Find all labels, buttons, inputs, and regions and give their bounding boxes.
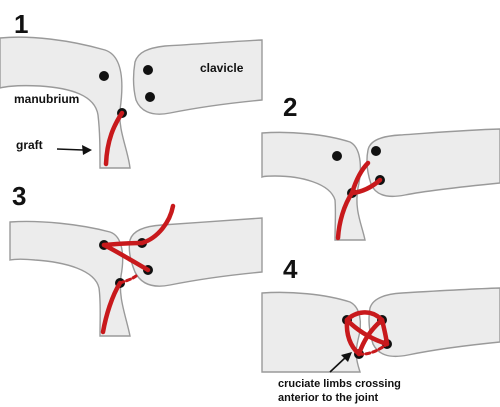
drill-hole <box>371 146 381 156</box>
manubrium-bone <box>10 221 130 336</box>
clavicle-bone <box>129 218 262 286</box>
note-line-1: cruciate limbs crossing <box>278 378 401 390</box>
drill-hole <box>99 71 109 81</box>
panel-1: 1 clavicle manubrium graft <box>0 9 262 168</box>
step-number-2: 2 <box>283 92 297 122</box>
graft-limb <box>104 243 142 245</box>
manubrium-label: manubrium <box>14 92 79 106</box>
step-number-3: 3 <box>12 181 26 211</box>
panel-2: 2 <box>262 92 500 240</box>
graft-label: graft <box>16 138 43 152</box>
clavicle-bone <box>134 40 262 114</box>
panel-3: 3 <box>10 181 262 336</box>
step-number-4: 4 <box>283 254 298 284</box>
manubrium-bone <box>262 132 365 240</box>
graft-arrow <box>57 149 83 150</box>
panel-4: 4 cruciate limbs crossing anterior to th… <box>262 254 500 404</box>
drill-hole <box>145 92 155 102</box>
note-line-2: anterior to the joint <box>278 392 379 404</box>
clavicle-label: clavicle <box>200 61 244 75</box>
drill-hole <box>143 65 153 75</box>
step-number-1: 1 <box>14 9 28 39</box>
drill-hole <box>332 151 342 161</box>
graft-arrowhead <box>82 145 92 155</box>
clavicle-bone <box>367 129 500 196</box>
